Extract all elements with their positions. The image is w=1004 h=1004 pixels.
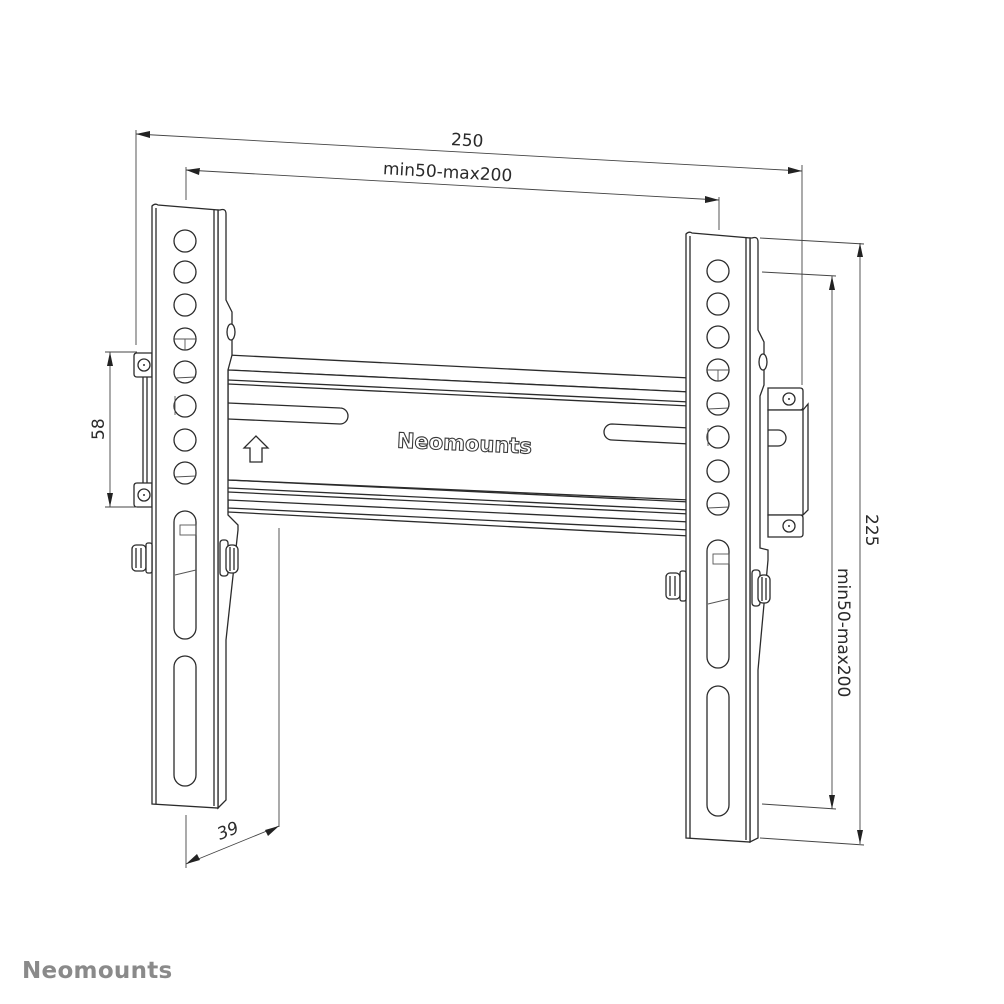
brand-logo: Neomounts — [22, 958, 173, 984]
left-arm — [131, 203, 239, 810]
svg-text:39: 39 — [214, 818, 242, 845]
right-arm-nut — [665, 570, 687, 602]
dimension-vesa-vertical: min50-max200 — [761, 271, 853, 810]
svg-text:min50-max200: min50-max200 — [833, 568, 853, 697]
left-arm-holes — [173, 229, 197, 485]
svg-text:225: 225 — [861, 514, 881, 546]
svg-text:250: 250 — [450, 130, 484, 152]
wall-plate: Neomounts — [227, 354, 691, 537]
dimension-overall-height: 225 — [759, 237, 881, 846]
left-arm-nut — [131, 542, 153, 574]
right-arm — [665, 231, 771, 844]
dimension-vesa-horizontal: min50-max200 — [185, 159, 720, 230]
left-wall-tabs — [133, 352, 153, 508]
up-arrow-icon — [242, 435, 270, 463]
right-arm-knob — [751, 569, 771, 607]
left-arm-knob — [219, 539, 239, 577]
svg-text:58: 58 — [89, 418, 109, 440]
right-arm-holes — [706, 259, 730, 516]
dimension-wall-plate-height: 58 — [89, 351, 137, 508]
right-wall-tabs — [767, 387, 809, 538]
dimension-overall-width: 250 — [135, 130, 803, 385]
